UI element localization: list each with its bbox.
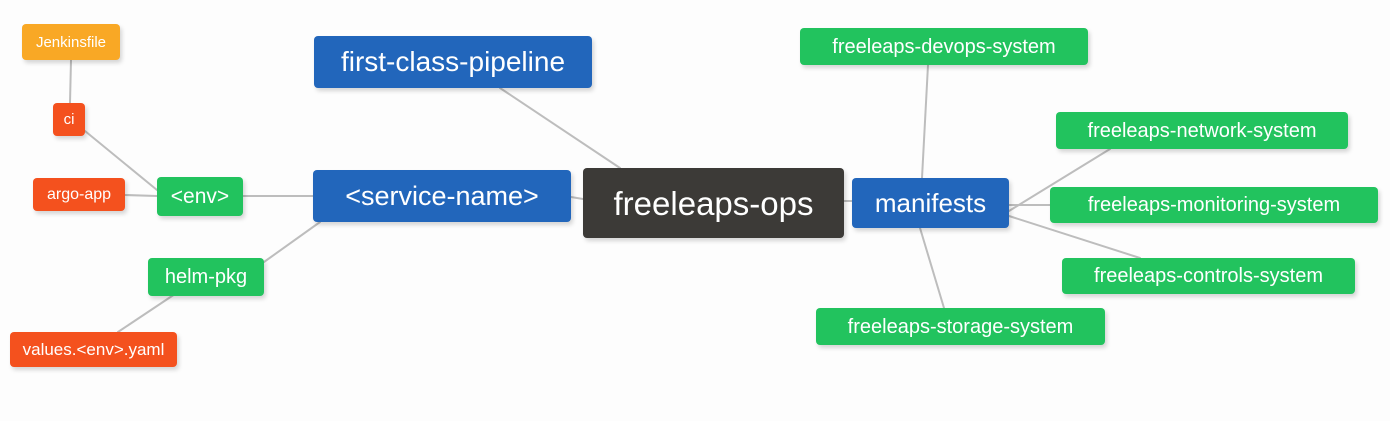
node-env[interactable]: <env> [157,177,243,216]
node-label-manifests: manifests [874,188,987,218]
edge-jenkinsfile-to-ci [69,59,72,104]
node-freeleaps-storage-system[interactable]: freeleaps-storage-system [816,308,1105,345]
edge-first-class-pipeline-to-freeleaps-ops [499,87,621,169]
node-label-service-name: <service-name> [345,180,539,211]
edge-helm-pkg-to-values-env-yaml [117,293,176,333]
edge-service-name-to-helm-pkg [263,221,321,263]
node-freeleaps-controls-system[interactable]: freeleaps-controls-system [1062,258,1355,294]
node-label-argo-app: argo-app [46,185,112,203]
node-helm-pkg[interactable]: helm-pkg [148,258,264,296]
node-values-env-yaml[interactable]: values.<env>.yaml [10,332,177,367]
node-jenkinsfile[interactable]: Jenkinsfile [22,24,120,60]
node-freeleaps-monitoring-system[interactable]: freeleaps-monitoring-system [1050,187,1378,223]
node-label-values-env-yaml: values.<env>.yaml [22,340,165,359]
node-label-freeleaps-controls-system: freeleaps-controls-system [1094,265,1323,287]
edge-manifests-to-freeleaps-devops-system [921,64,929,179]
node-label-freeleaps-storage-system: freeleaps-storage-system [847,315,1074,338]
node-first-class-pipeline[interactable]: first-class-pipeline [314,36,592,88]
node-ci[interactable]: ci [53,103,85,136]
edge-argo-app-to-env [124,194,158,197]
node-argo-app[interactable]: argo-app [33,178,125,211]
node-label-freeleaps-ops: freeleaps-ops [613,184,814,222]
node-manifests[interactable]: manifests [852,178,1009,228]
node-freeleaps-ops[interactable]: freeleaps-ops [583,168,844,238]
node-service-name[interactable]: <service-name> [313,170,571,222]
node-label-freeleaps-monitoring-system: freeleaps-monitoring-system [1087,194,1341,216]
node-label-helm-pkg: helm-pkg [164,266,248,288]
node-freeleaps-devops-system[interactable]: freeleaps-devops-system [800,28,1088,65]
edge-service-name-to-freeleaps-ops [570,196,584,200]
node-label-jenkinsfile: Jenkinsfile [35,33,107,51]
node-label-env: <env> [170,185,230,208]
edge-manifests-to-freeleaps-storage-system [919,227,945,309]
node-freeleaps-network-system[interactable]: freeleaps-network-system [1056,112,1348,149]
node-label-freeleaps-devops-system: freeleaps-devops-system [832,35,1056,58]
node-label-first-class-pipeline: first-class-pipeline [340,46,566,77]
node-label-ci: ci [63,111,75,128]
node-label-freeleaps-network-system: freeleaps-network-system [1087,119,1317,142]
